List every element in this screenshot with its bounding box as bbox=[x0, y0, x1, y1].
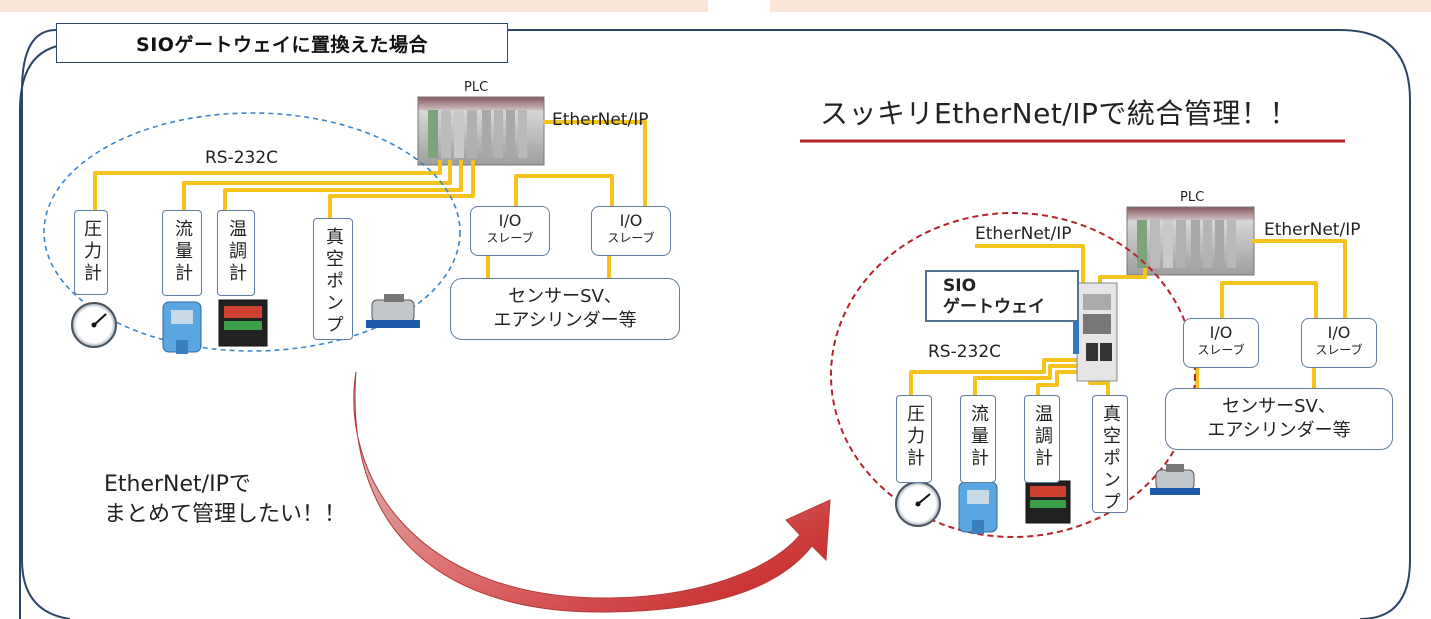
plc-rack-icon-right bbox=[1126, 206, 1255, 276]
io-slave-left-1-top: I/O bbox=[498, 211, 522, 230]
transition-arrow bbox=[353, 371, 831, 613]
device-box-flow-left: 流量計 bbox=[162, 210, 202, 296]
left-ethernet-label: EtherNet/IP bbox=[552, 110, 649, 130]
left-plc-label: PLC bbox=[464, 80, 489, 95]
sio-gateway-line-2: ゲートウェイ bbox=[943, 297, 1045, 317]
left-rs232-label: RS-232C bbox=[205, 148, 279, 168]
io-slave-right-1: I/O スレーブ bbox=[1183, 318, 1259, 368]
sensor-box-left: センサーSV、 エアシリンダー等 bbox=[450, 278, 680, 340]
pressure-gauge-icon-left bbox=[71, 302, 117, 348]
device-box-pump-left: 真空ポンプ bbox=[313, 218, 353, 340]
right-cables bbox=[909, 239, 1347, 395]
sensor-box-right: センサーSV、 エアシリンダー等 bbox=[1165, 388, 1393, 450]
sensor-right-line-2: エアシリンダー等 bbox=[1207, 420, 1351, 441]
temperature-controller-icon-right bbox=[1025, 480, 1071, 524]
left-cables bbox=[93, 120, 647, 278]
headline: スッキリEtherNet/IPで統合管理！！ bbox=[820, 97, 1298, 130]
right-grouping-ellipse bbox=[830, 212, 1196, 538]
io-slave-right-2-top: I/O bbox=[1327, 323, 1351, 342]
sio-gateway-line-1: SIO bbox=[943, 276, 977, 296]
io-slave-left-2-bottom: スレーブ bbox=[607, 231, 655, 245]
io-slave-left-2: I/O スレーブ bbox=[591, 206, 671, 256]
header-strip-right bbox=[770, 0, 1431, 12]
device-box-temp-left: 温調計 bbox=[217, 210, 255, 296]
sio-gateway-label: SIO ゲートウェイ bbox=[925, 270, 1079, 322]
flow-meter-icon-right bbox=[958, 481, 998, 534]
header-strip-left bbox=[0, 0, 708, 12]
callout-line-1: EtherNet/IPで bbox=[104, 472, 251, 497]
sensor-left-line-2: エアシリンダー等 bbox=[493, 310, 637, 331]
right-rs232-label: RS-232C bbox=[928, 342, 1002, 362]
vacuum-pump-icon-right bbox=[1150, 464, 1200, 495]
io-slave-left-1-bottom: スレーブ bbox=[486, 231, 534, 245]
io-slave-left-1: I/O スレーブ bbox=[470, 206, 550, 256]
flow-meter-icon-left bbox=[162, 301, 202, 354]
plc-rack-icon-left bbox=[417, 96, 545, 166]
device-box-pressure-left: 圧力計 bbox=[74, 210, 108, 295]
left-grouping-ellipse bbox=[43, 112, 461, 352]
io-slave-right-1-bottom: スレーブ bbox=[1197, 343, 1245, 357]
device-box-flow-right: 流量計 bbox=[960, 395, 996, 483]
right-plc-label: PLC bbox=[1180, 190, 1205, 205]
callout-line-2: まとめて管理したい！！ bbox=[104, 502, 347, 527]
callout-text: EtherNet/IPで まとめて管理したい！！ bbox=[104, 470, 346, 530]
io-slave-right-2: I/O スレーブ bbox=[1301, 318, 1377, 368]
io-slave-right-1-top: I/O bbox=[1209, 323, 1233, 342]
right-ethernet-left-label: EtherNet/IP bbox=[975, 224, 1072, 244]
diagram-title: SIOゲートウェイに置換えた場合 bbox=[56, 23, 508, 63]
vacuum-pump-icon-left bbox=[366, 294, 420, 328]
io-slave-left-2-top: I/O bbox=[619, 211, 643, 230]
sio-gateway-device-icon bbox=[1073, 282, 1118, 382]
sensor-left-line-1: センサーSV、 bbox=[508, 286, 622, 307]
io-slave-right-2-bottom: スレーブ bbox=[1315, 343, 1363, 357]
sensor-right-line-1: センサーSV、 bbox=[1222, 396, 1336, 417]
temperature-controller-icon-left bbox=[218, 299, 268, 347]
device-box-temp-right: 温調計 bbox=[1024, 395, 1060, 483]
device-box-pump-right: 真空ポンプ bbox=[1092, 395, 1128, 514]
pressure-gauge-icon-right bbox=[895, 481, 941, 527]
main-frame-left bbox=[21, 29, 71, 619]
right-ethernet-right-label: EtherNet/IP bbox=[1264, 220, 1361, 240]
device-box-pressure-right: 圧力計 bbox=[896, 395, 932, 483]
